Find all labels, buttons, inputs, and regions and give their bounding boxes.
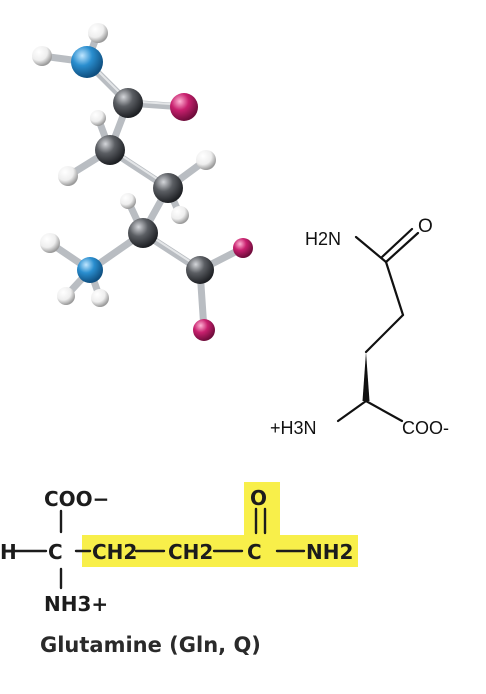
- side-chain-highlight: [244, 482, 280, 538]
- oxygen-atom-carboxyl: [193, 319, 215, 341]
- carbon-atom-gamma: [95, 135, 125, 165]
- hydrogen-atom: [32, 46, 52, 66]
- amide-nh2-label: NH2: [306, 540, 353, 564]
- amide-group-label: H2N: [305, 229, 341, 249]
- carbon-atom-alpha: [128, 218, 158, 248]
- hydrogen-atom: [196, 150, 216, 170]
- amino-group-label: NH3+: [44, 592, 108, 616]
- hydrogen-atom: [90, 110, 106, 126]
- nitrogen-atom-amino: [77, 257, 103, 283]
- ch2-group-label: CH2: [168, 540, 213, 564]
- alpha-carbon-label: C: [48, 540, 63, 564]
- carbon-atom-carboxyl: [186, 256, 214, 284]
- hydrogen-atom: [57, 287, 75, 305]
- ch2-group-label: CH2: [92, 540, 137, 564]
- carbon-atom-carbonyl: [113, 88, 143, 118]
- hydrogen-atom: [91, 289, 109, 307]
- top-carboxylate-label: COO−: [44, 487, 109, 511]
- wedge-bond: [362, 352, 370, 401]
- nitrogen-atom-amide: [71, 46, 103, 78]
- carboxylate-label: COO-: [402, 418, 449, 438]
- amino-group-label: +H3N: [270, 418, 317, 438]
- oxygen-atom-carboxyl: [233, 238, 253, 258]
- hydrogen-label: H: [0, 540, 17, 564]
- hydrogen-atom: [58, 166, 78, 186]
- hydrogen-atom: [88, 23, 108, 43]
- ball-and-stick-model: [32, 23, 253, 341]
- hydrogen-atom: [171, 206, 189, 224]
- hydrogen-atom: [40, 233, 60, 253]
- oxygen-atom-amide: [170, 93, 198, 121]
- carbonyl-oxygen-label: O: [250, 486, 267, 510]
- carbonyl-carbon-label: C: [247, 540, 262, 564]
- hydrogen-atom: [120, 193, 136, 209]
- carbon-atom-beta: [153, 173, 183, 203]
- structural-formula: COO− H C CH2 CH2 C O NH2 NH3+: [0, 482, 358, 616]
- figure-caption: Glutamine (Gln, Q): [40, 633, 261, 657]
- carbonyl-oxygen-label: O: [418, 216, 433, 237]
- skeletal-structure: H2N O +H3N COO-: [270, 216, 449, 438]
